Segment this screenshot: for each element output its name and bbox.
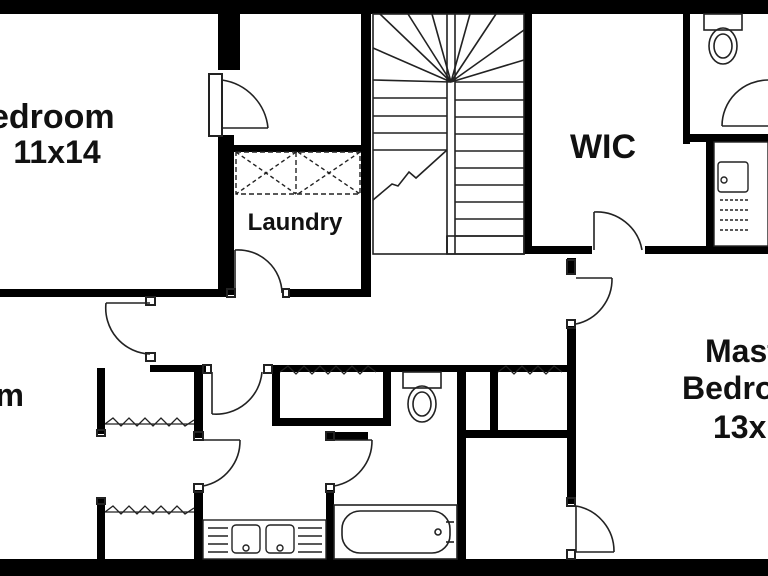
doors [104, 79, 643, 553]
bath-door [721, 79, 768, 127]
staircase [372, 13, 525, 255]
sink-icon [713, 141, 768, 247]
master-name-line1: Master [705, 333, 768, 369]
room-labels: Bedroom 11x14 Laundry WIC Master Bedroom… [0, 98, 768, 445]
thin-lines [96, 73, 576, 560]
toilet-icon [402, 371, 442, 423]
bathtub-icon [333, 504, 458, 560]
laundry-label: Laundry [248, 209, 343, 236]
bifold-doors [104, 365, 563, 515]
master-size: 13x [713, 409, 767, 445]
interior-walls [0, 14, 768, 559]
wic-label: WIC [570, 128, 636, 166]
master-name-line2: Bedroom [682, 370, 768, 406]
double-vanity [202, 519, 327, 560]
left-room-label: Room [0, 377, 24, 413]
washer-dryer [235, 151, 361, 195]
bedroom-size: 11x14 [13, 134, 100, 170]
bedroom-name: Bedroom [0, 98, 115, 136]
toilet-icon [703, 13, 743, 65]
